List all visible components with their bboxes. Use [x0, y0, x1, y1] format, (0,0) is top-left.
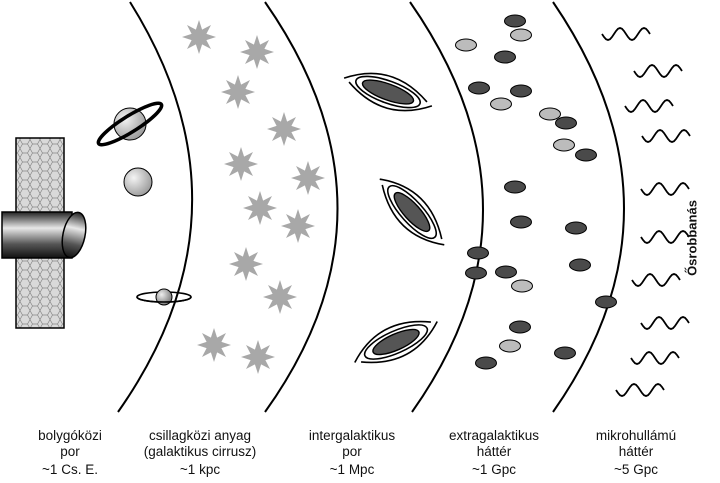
distance-interplanetary: ~1 Cs. E. [42, 462, 98, 477]
extragalactic-galaxies [455, 14, 617, 370]
galaxy-ellipse-icon [539, 107, 561, 121]
label-line-1: mikrohullámú [595, 428, 677, 443]
galaxy-ellipse-icon [467, 246, 489, 260]
star-icon [197, 328, 231, 362]
distance-extragalactic: ~1 Gpc [472, 462, 516, 477]
wave-icon [640, 316, 690, 330]
galaxy-ellipse-icon [509, 320, 531, 334]
ringed-planet-icon [96, 101, 164, 147]
wave-icon [630, 351, 680, 365]
star-icon [221, 75, 255, 109]
boundary-arc-3 [409, 1, 484, 413]
label-line-1: intergalaktikus [308, 428, 396, 443]
big-bang-label: Ősrobbanás [684, 200, 700, 276]
boundary-arc-2 [264, 1, 339, 413]
galaxy-ellipse-icon [554, 346, 576, 360]
label-line-1: extragalaktikus [448, 428, 540, 443]
interstellar-stars [182, 20, 325, 374]
label-intergalactic: intergalaktikus por [282, 428, 422, 460]
star-icon [281, 209, 315, 243]
galaxy-ellipse-icon [455, 38, 477, 52]
galaxy-icon-3 [354, 320, 438, 364]
galaxy-ellipse-icon [595, 295, 617, 309]
galaxy-ellipse-icon [504, 180, 526, 194]
galaxy-icon-2 [379, 178, 445, 246]
satellite-icon [1, 137, 87, 329]
distance-interstellar: ~1 kpc [179, 462, 221, 477]
label-line-2: (galaktikus cirrusz) [143, 444, 257, 459]
label-interplanetary: bolygóközi por [0, 428, 140, 460]
label-line-2: háttér [476, 444, 512, 459]
wave-icon [601, 27, 651, 41]
galaxy-ellipse-icon [495, 265, 517, 279]
galaxy-ellipse-icon [555, 116, 577, 130]
boundary-arc-4 [552, 1, 625, 413]
label-line-2: por [60, 444, 80, 459]
galaxy-ellipse-icon [490, 97, 512, 111]
wave-icon [641, 129, 691, 143]
star-icon [263, 280, 297, 314]
galaxy-ellipse-icon [510, 28, 532, 42]
star-icon [267, 112, 301, 146]
galaxy-ellipse-icon [575, 148, 597, 162]
small-ringed-planet-icon [136, 288, 192, 306]
planet-icon [123, 167, 153, 197]
label-line-1: bolygóközi [38, 428, 102, 443]
galaxy-ellipse-icon [510, 215, 532, 229]
galaxy-ellipse-icon [510, 84, 532, 98]
wave-icon [631, 273, 681, 287]
galaxy-ellipse-icon [511, 279, 533, 293]
star-icon [291, 161, 325, 195]
galaxy-ellipse-icon [468, 81, 490, 95]
star-icon [243, 191, 277, 225]
wave-icon [624, 99, 674, 113]
wave-icon [640, 182, 690, 196]
galaxy-ellipse-icon [569, 258, 591, 272]
label-microwave: mikrohullámú háttér [566, 428, 706, 460]
galaxy-ellipse-icon [465, 266, 487, 280]
boundary-arc-1 [117, 1, 193, 413]
label-line-2: háttér [618, 444, 654, 459]
wave-icon [640, 230, 690, 244]
galaxy-ellipse-icon [494, 50, 516, 64]
galaxy-ellipse-icon [475, 356, 497, 370]
star-icon [182, 20, 216, 54]
label-line-1: csillagközi anyag [148, 428, 252, 443]
wave-icon [633, 64, 683, 78]
distance-intergalactic: ~1 Mpc [329, 462, 375, 477]
label-line-2: por [342, 444, 362, 459]
label-interstellar: csillagközi anyag (galaktikus cirrusz) [130, 428, 270, 460]
label-extragalactic: extragalaktikus háttér [424, 428, 564, 460]
galaxy-ellipse-icon [499, 339, 521, 353]
microwave-waves [601, 27, 691, 397]
distance-microwave: ~5 Gpc [614, 462, 658, 477]
star-icon [241, 340, 275, 374]
galaxy-ellipse-icon [553, 138, 575, 152]
galaxy-icon-1 [343, 72, 433, 112]
galaxy-ellipse-icon [504, 14, 526, 28]
galaxy-ellipse-icon [565, 221, 587, 235]
star-icon [224, 147, 258, 181]
star-icon [229, 247, 263, 281]
region-boundaries [117, 1, 625, 413]
star-icon [240, 35, 274, 69]
wave-icon [615, 383, 665, 397]
